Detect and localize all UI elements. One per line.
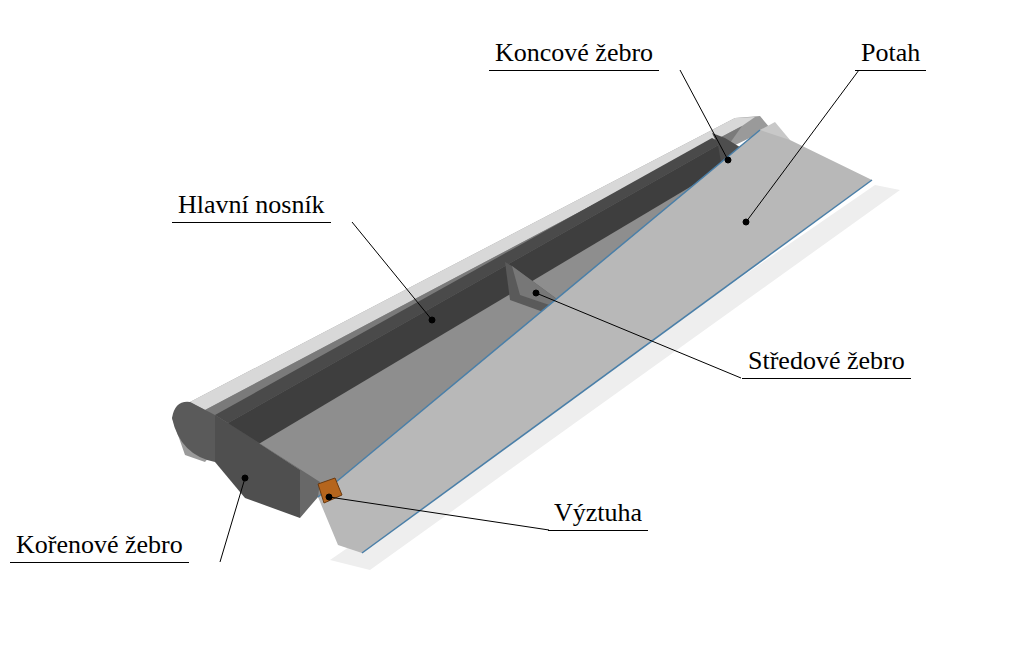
part-label: Koncové žebro (489, 40, 659, 71)
part-label: Středové žebro (742, 348, 911, 379)
part-label: Výztuha (548, 500, 648, 531)
part-label: Potah (855, 40, 926, 71)
part-label: Kořenové žebro (10, 532, 189, 563)
part-label: Hlavní nosník (172, 192, 331, 223)
